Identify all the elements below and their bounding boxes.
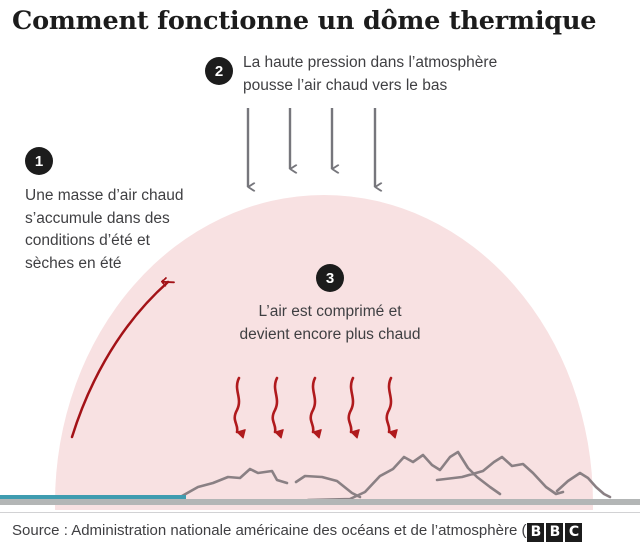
step-badge-3: 3 (316, 264, 344, 292)
step-badge-1: 1 (25, 147, 53, 175)
compression-squiggle-3 (309, 376, 322, 439)
bbc-logo-block-2: B (546, 522, 564, 542)
step-badge-2: 2 (205, 57, 233, 85)
compression-squiggle-2 (271, 376, 284, 439)
step-text-1: Une masse d’air chaud s’accumule dans de… (25, 187, 184, 272)
heat-dome-shape (55, 195, 593, 510)
step-text-3: L’air est comprimé et devient encore plu… (239, 303, 421, 343)
compression-squiggle-group (233, 376, 398, 439)
mountain-range (180, 450, 612, 502)
mountain-ridge-main (180, 450, 612, 502)
callout-step-1: 1 Une masse d’air chaud s’accumule dans … (25, 147, 184, 275)
warm-air-arrow-left (70, 282, 168, 439)
compression-squiggle-1 (233, 376, 246, 439)
ground-line (0, 499, 640, 505)
compression-squiggle-4 (347, 376, 360, 439)
diagram-scene (0, 108, 640, 510)
footer-divider (0, 512, 640, 513)
callout-step-2: 2 La haute pression dans l’atmosphère po… (205, 52, 497, 97)
bbc-logo-block-1: B (527, 522, 545, 542)
step-text-2: La haute pression dans l’atmosphère pous… (243, 54, 498, 94)
bbc-logo-block-3: C (565, 522, 583, 542)
pressure-arrow-group (246, 108, 375, 187)
callout-step-3: 3 L’air est comprimé et devient encore p… (205, 264, 455, 346)
compression-squiggle-5 (385, 376, 398, 439)
page-title: Comment fonctionne un dôme thermique (12, 6, 597, 36)
source-text: Source : Administration nationale améric… (12, 522, 527, 539)
footer: Source : Administration nationale améric… (12, 521, 640, 542)
bbc-logo: B B C (527, 522, 583, 542)
water-line (0, 495, 186, 499)
warm-air-arrow-group (70, 282, 640, 439)
